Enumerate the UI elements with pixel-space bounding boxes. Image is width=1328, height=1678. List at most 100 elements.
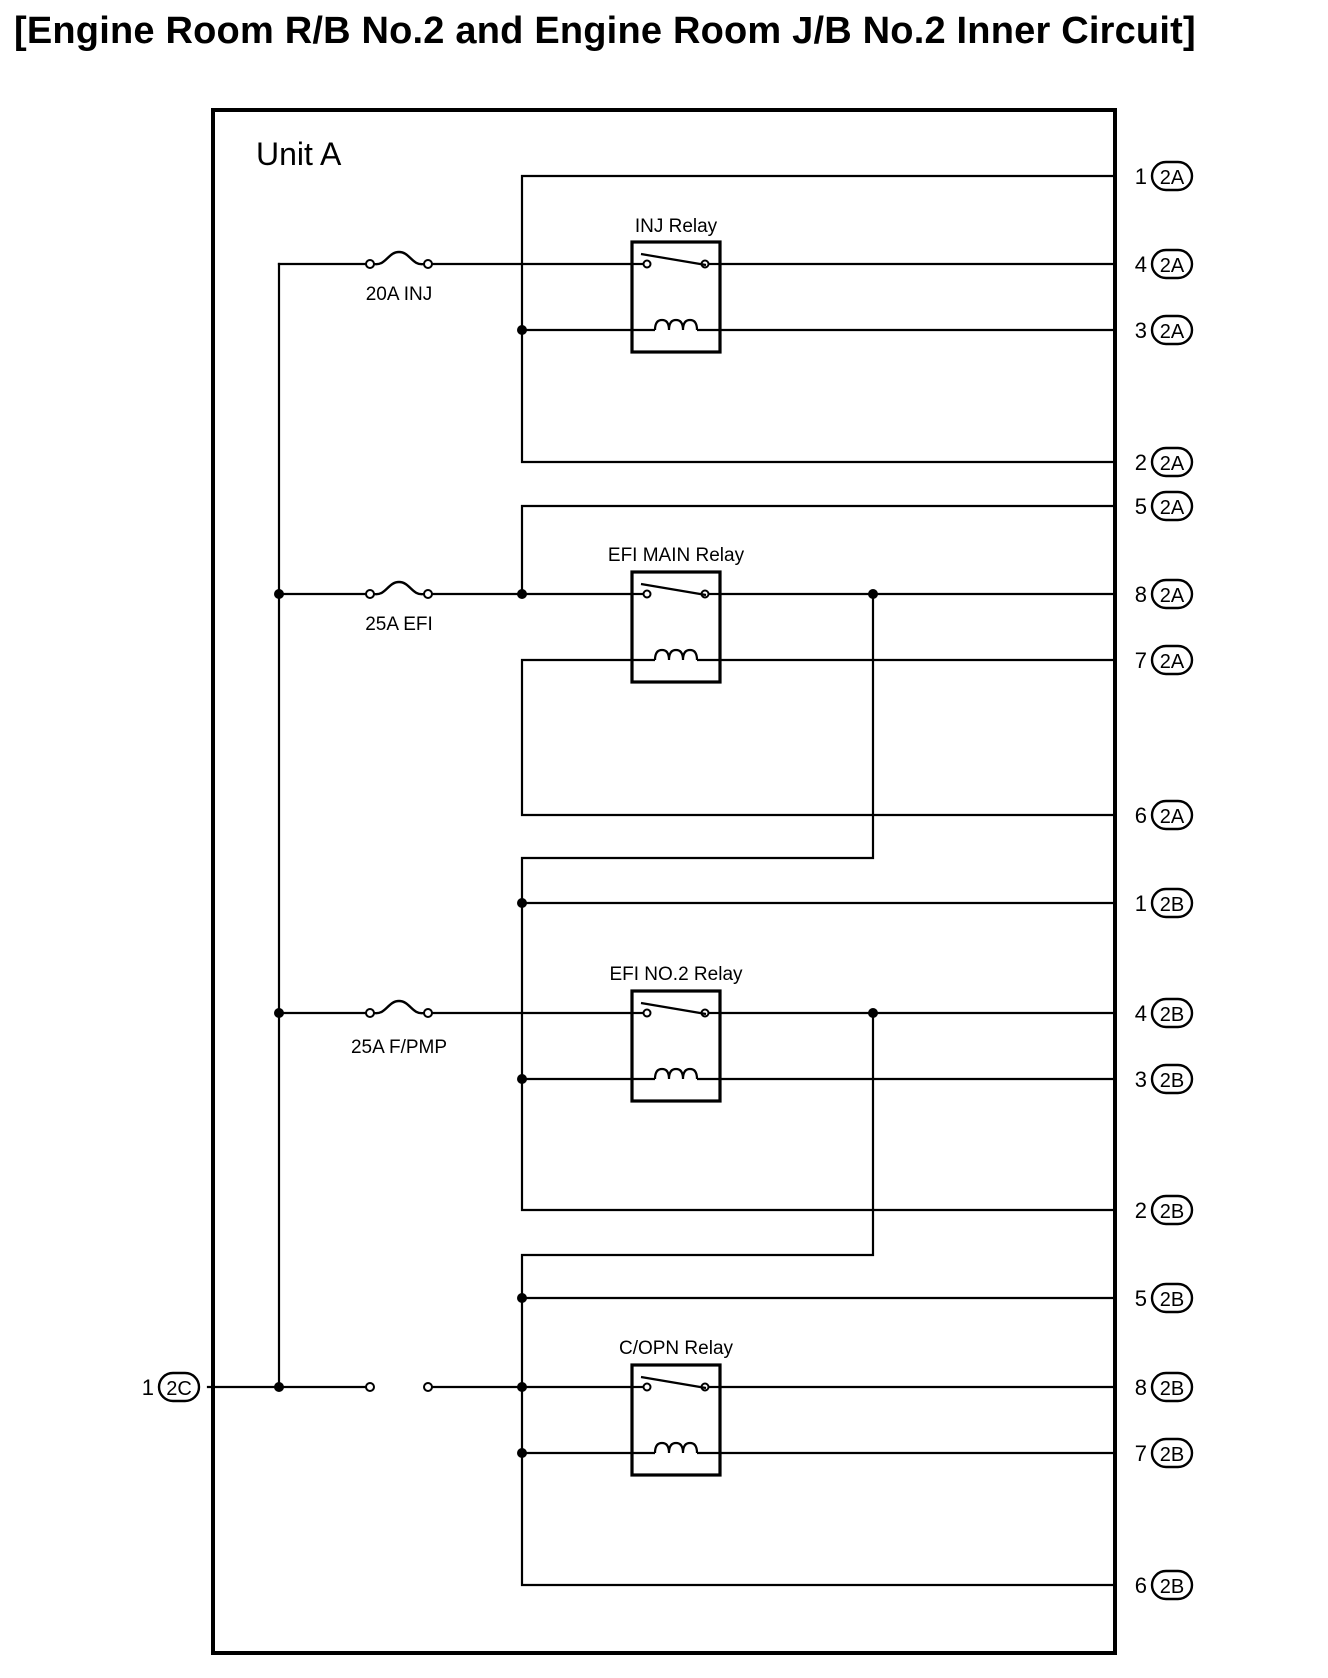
terminal-pin: 8	[1135, 1375, 1147, 1400]
terminal-5-2b: 5 2B	[1135, 1282, 1194, 1314]
connector-id: 2A	[1160, 453, 1185, 475]
connector-badge	[1150, 248, 1194, 280]
terminal-pin: 2	[1135, 450, 1147, 475]
junction-dot	[274, 1382, 284, 1392]
fuse-terminal	[365, 1008, 375, 1018]
relay-coil	[653, 318, 699, 331]
fuse-efi: 25A EFI	[365, 580, 433, 635]
terminal-5-2a: 5 2A	[1135, 490, 1194, 522]
terminal-pin: 4	[1135, 1001, 1147, 1026]
connector-id: 2C	[166, 1378, 192, 1400]
terminal-4-2b: 4 2B	[1135, 997, 1194, 1029]
wire-efi-bus	[520, 504, 1117, 596]
connector-id: 2A	[1160, 585, 1185, 607]
relay-switch-arm	[640, 582, 707, 597]
wire-efi-coil-loop	[520, 658, 1117, 817]
relay-inj: INJ Relay	[630, 216, 722, 354]
relay-copn: C/OPN Relay	[619, 1338, 734, 1477]
connector-badge	[1150, 1282, 1194, 1314]
junction-dot	[517, 1448, 527, 1458]
relay-contact	[642, 259, 652, 269]
terminal-pin: 6	[1135, 1573, 1147, 1598]
junction-dot	[517, 325, 527, 335]
relay-efi-main: EFI MAIN Relay	[608, 545, 745, 684]
connector-id: 2B	[1160, 1070, 1184, 1092]
fuse-element	[373, 580, 425, 596]
terminal-2-2a: 2 2A	[1135, 446, 1194, 478]
relay-contact	[642, 1382, 652, 1392]
junction-dot	[517, 589, 527, 599]
relay-box	[630, 240, 722, 354]
fuse-terminal	[423, 589, 433, 599]
relay-box	[630, 1363, 722, 1477]
wire-copn-bus	[520, 1011, 1117, 1587]
fuse-fpmp: 25A F/PMP	[351, 999, 447, 1058]
relay-box	[630, 989, 722, 1103]
connector-id: 2B	[1160, 1378, 1184, 1400]
terminal-pin: 3	[1135, 1067, 1147, 1092]
relay-box	[630, 570, 722, 684]
fuse-label: 20A INJ	[366, 284, 433, 305]
fuse-terminal	[423, 259, 433, 269]
terminal-input-2c: 1 2C	[142, 1371, 201, 1403]
connector-badge	[1150, 997, 1194, 1029]
relay-label: INJ Relay	[635, 216, 718, 237]
terminal-pin: 1	[1135, 164, 1147, 189]
terminal-pin: 5	[1135, 1286, 1147, 1311]
connector-id: 2A	[1160, 255, 1185, 277]
connector-id: 2B	[1160, 1289, 1184, 1311]
wire-efi-main-feed	[520, 592, 1117, 1212]
terminal-8-2b: 8 2B	[1135, 1371, 1194, 1403]
junction-dot	[868, 589, 878, 599]
terminal-2-2b: 2 2B	[1135, 1194, 1194, 1226]
relay-switch-arm	[640, 1375, 707, 1390]
fuse-element	[373, 999, 425, 1015]
terminal-3-2b: 3 2B	[1135, 1063, 1194, 1095]
connector-badge	[1150, 1569, 1194, 1601]
terminal-pin: 1	[142, 1375, 154, 1400]
connector-badge	[157, 1371, 201, 1403]
wiring	[206, 174, 1117, 1587]
connector-id: 2A	[1160, 497, 1185, 519]
relay-contact	[642, 589, 652, 599]
fuse-terminal	[365, 259, 375, 269]
relay-label: EFI NO.2 Relay	[609, 964, 743, 985]
unit-a-box	[211, 108, 1117, 1655]
connector-badge	[1150, 799, 1194, 831]
connector-badge	[1150, 887, 1194, 919]
fuse-terminal	[423, 1008, 433, 1018]
relay-contact	[642, 1008, 652, 1018]
terminal-pin: 3	[1135, 318, 1147, 343]
connector-id: 2A	[1160, 167, 1185, 189]
junction-dot	[517, 1074, 527, 1084]
open-terminal	[423, 1382, 433, 1392]
connector-id: 2B	[1160, 894, 1184, 916]
junction-dot	[517, 1382, 527, 1392]
connector-badge	[1150, 314, 1194, 346]
junction-nodes	[274, 325, 878, 1458]
terminal-pin: 2	[1135, 1198, 1147, 1223]
open-terminal	[365, 1382, 375, 1392]
terminal-1-2a: 1 2A	[1135, 160, 1194, 192]
connector-id: 2B	[1160, 1201, 1184, 1223]
terminal-pin: 5	[1135, 494, 1147, 519]
connector-badge	[1150, 1437, 1194, 1469]
fuse-terminal	[365, 589, 375, 599]
relay-switch-arm	[640, 252, 707, 267]
terminal-pin: 8	[1135, 582, 1147, 607]
relay-label: EFI MAIN Relay	[608, 545, 745, 566]
terminal-pin: 7	[1135, 648, 1147, 673]
relay-coil	[653, 1067, 699, 1080]
connector-badge	[1150, 446, 1194, 478]
fuse-label: 25A EFI	[365, 614, 433, 635]
connector-id: 2B	[1160, 1004, 1184, 1026]
relay-coil	[653, 648, 699, 661]
connector-badge	[1150, 644, 1194, 676]
